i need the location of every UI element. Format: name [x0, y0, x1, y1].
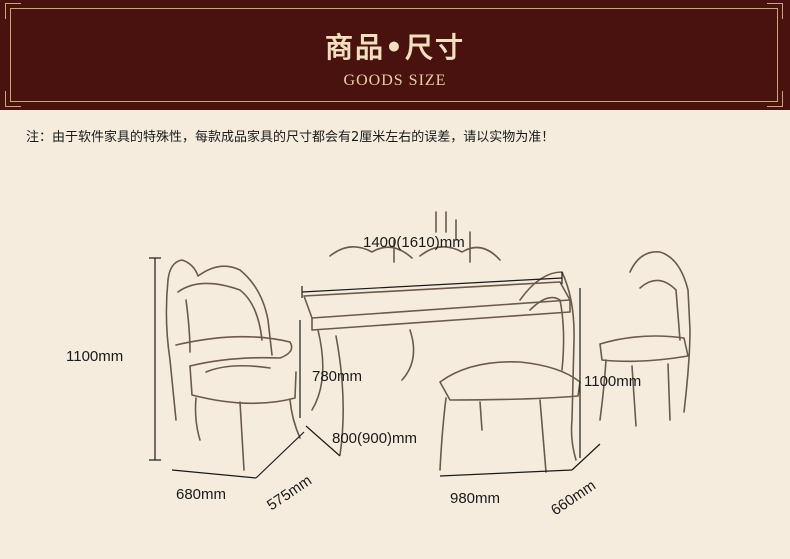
frame-corner-ornament — [5, 3, 21, 19]
dining-table-illustration — [303, 211, 571, 456]
header-banner: 商品•尺寸 GOODS SIZE — [0, 0, 790, 110]
dim-line-table-length — [301, 277, 563, 293]
armchair-height-label: 1100mm — [66, 348, 124, 365]
header-frame — [5, 3, 783, 107]
armchair-illustration — [165, 259, 301, 471]
header-subtitle: GOODS SIZE — [343, 72, 447, 89]
side-chair-front-illustration — [439, 271, 581, 473]
table-width-label: 800(900)mm — [332, 430, 418, 447]
dim-line-side-chair-depth — [571, 443, 601, 471]
size-notice: 注：由于软件家具的特殊性，每款成品家具的尺寸都会有2厘米左右的误差，请以实物为准… — [26, 130, 555, 145]
header-title: 商品•尺寸 — [325, 31, 465, 64]
frame-corner-ornament — [767, 91, 783, 107]
dim-line-armchair-depth — [255, 431, 305, 479]
armchair-right-illustration — [599, 251, 691, 427]
dim-line-table-width — [305, 425, 341, 457]
table-length-label: 1400(1610)mm — [363, 234, 465, 251]
frame-corner-ornament — [5, 91, 21, 107]
side-chair-height-label: 1100mm — [584, 373, 642, 390]
dim-line-side-chair-width — [439, 469, 573, 477]
side-chair-width-label: 980mm — [450, 490, 501, 507]
armchair-width-label: 680mm — [176, 486, 227, 503]
furniture-dimension-drawing — [149, 211, 691, 479]
frame-corner-ornament — [767, 3, 783, 19]
dim-line-armchair-width — [171, 469, 257, 479]
table-height-label: 780mm — [312, 368, 363, 385]
